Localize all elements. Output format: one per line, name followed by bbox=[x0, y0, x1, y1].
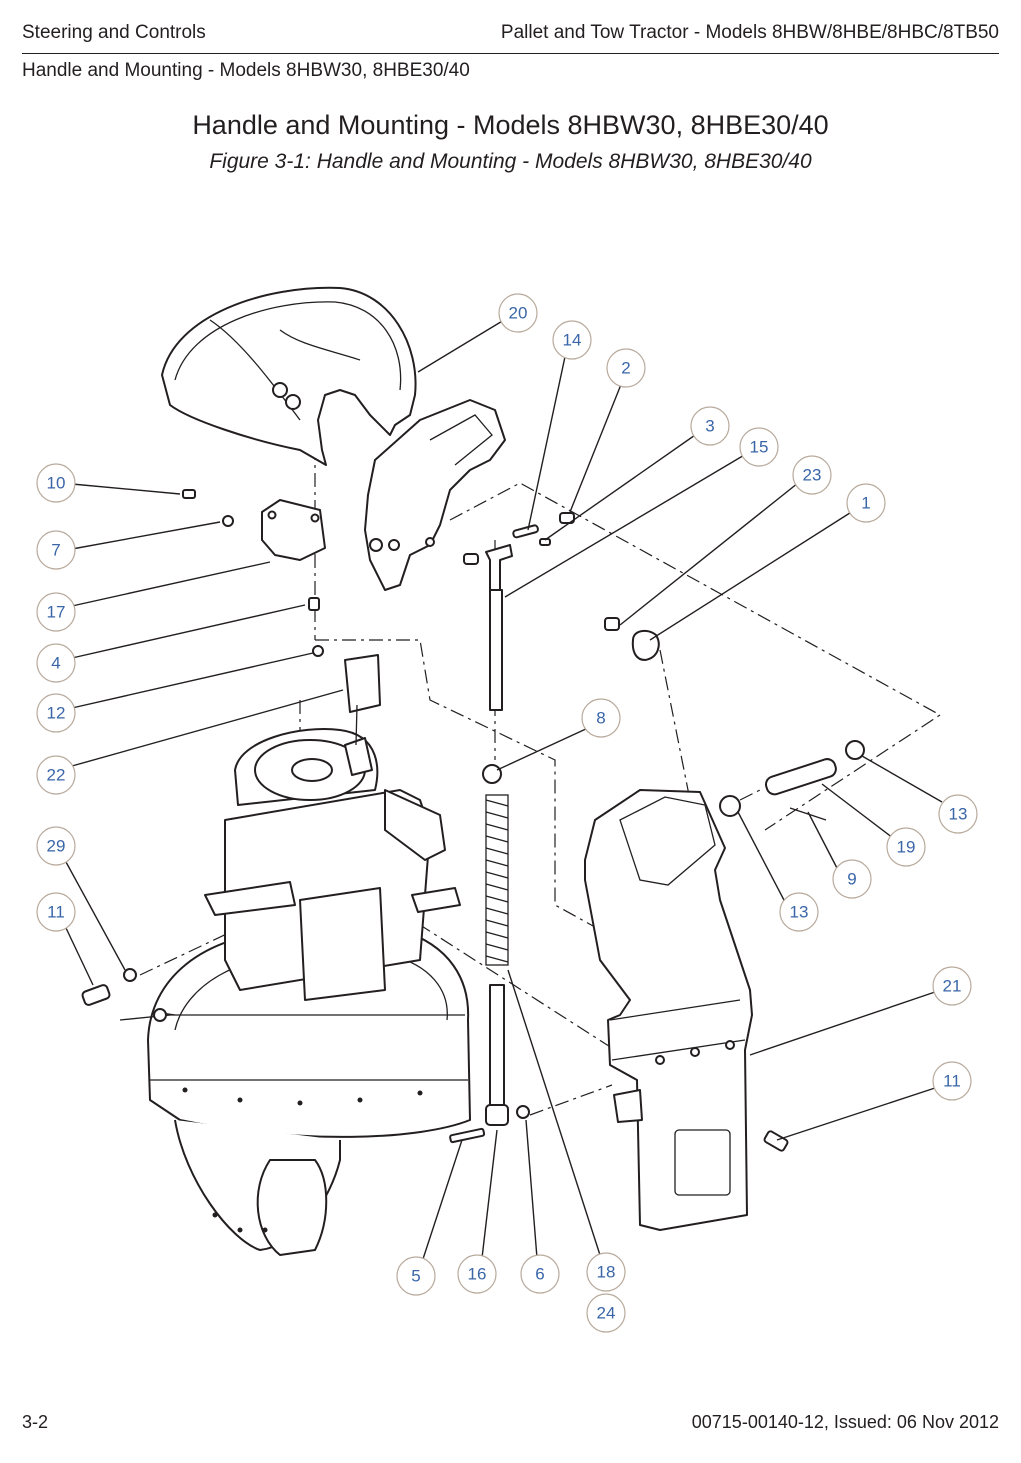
callout-12: 12 bbox=[36, 693, 76, 733]
svg-text:18: 18 bbox=[597, 1263, 616, 1282]
callout-11-left: 11 bbox=[36, 892, 76, 932]
svg-text:7: 7 bbox=[51, 541, 60, 560]
callout-2: 2 bbox=[606, 348, 646, 388]
callout-29: 29 bbox=[36, 826, 76, 866]
drive-motor-assembly bbox=[119, 654, 471, 1256]
svg-text:23: 23 bbox=[803, 466, 822, 485]
svg-text:14: 14 bbox=[563, 331, 582, 350]
svg-text:1: 1 bbox=[861, 494, 870, 513]
svg-text:11: 11 bbox=[47, 903, 65, 922]
callout-9: 9 bbox=[832, 859, 872, 899]
svg-text:24: 24 bbox=[597, 1304, 616, 1323]
leader-lines bbox=[65, 319, 943, 1263]
svg-text:22: 22 bbox=[47, 766, 66, 785]
header-section-title: Steering and Controls bbox=[22, 22, 206, 43]
callout-1: 1 bbox=[846, 483, 886, 523]
callout-14: 14 bbox=[552, 320, 592, 360]
callout-23: 23 bbox=[792, 455, 832, 495]
callout-21: 21 bbox=[932, 966, 972, 1006]
header-manual-title: Pallet and Tow Tractor - Models 8HBW/8HB… bbox=[500, 22, 999, 43]
callout-8: 8 bbox=[581, 698, 621, 738]
callout-20: 20 bbox=[498, 293, 538, 333]
breadcrumb: Handle and Mounting - Models 8HBW30, 8HB… bbox=[22, 60, 470, 81]
callout-10: 10 bbox=[36, 463, 76, 503]
svg-text:11: 11 bbox=[943, 1072, 961, 1091]
fasteners bbox=[81, 489, 865, 1152]
svg-text:8: 8 bbox=[596, 709, 605, 728]
svg-text:29: 29 bbox=[47, 837, 66, 856]
callout-22: 22 bbox=[36, 755, 76, 795]
callout-16: 16 bbox=[457, 1254, 497, 1294]
pivot-pin bbox=[765, 758, 837, 821]
spring bbox=[485, 794, 509, 1126]
figure-caption: Figure 3-1: Handle and Mounting - Models… bbox=[209, 150, 812, 173]
svg-text:12: 12 bbox=[47, 704, 66, 723]
svg-text:3: 3 bbox=[705, 417, 714, 436]
callout-4: 4 bbox=[36, 643, 76, 683]
svg-text:2: 2 bbox=[621, 359, 630, 378]
callout-6: 6 bbox=[520, 1254, 560, 1294]
svg-text:6: 6 bbox=[535, 1265, 544, 1284]
callout-3: 3 bbox=[690, 406, 730, 446]
page-number: 3-2 bbox=[22, 1412, 49, 1432]
svg-text:4: 4 bbox=[51, 654, 60, 673]
handle-bracket bbox=[364, 399, 506, 591]
header-rule bbox=[22, 53, 999, 54]
callout-24: 24 bbox=[586, 1293, 626, 1333]
callout-15: 15 bbox=[739, 427, 779, 467]
callout-13-left: 13 bbox=[779, 892, 819, 932]
page-title: Handle and Mounting - Models 8HBW30, 8HB… bbox=[192, 110, 829, 140]
svg-text:15: 15 bbox=[750, 438, 769, 457]
svg-text:5: 5 bbox=[411, 1267, 420, 1286]
svg-text:20: 20 bbox=[509, 304, 528, 323]
callout-7: 7 bbox=[36, 530, 76, 570]
svg-text:19: 19 bbox=[897, 838, 916, 857]
svg-text:10: 10 bbox=[47, 474, 66, 493]
switch-bracket bbox=[261, 499, 326, 561]
callout-11-right: 11 bbox=[932, 1061, 972, 1101]
handle-mount bbox=[584, 789, 753, 1231]
svg-text:9: 9 bbox=[847, 870, 856, 889]
document-id: 00715-00140-12, Issued: 06 Nov 2012 bbox=[691, 1412, 999, 1432]
svg-text:17: 17 bbox=[47, 603, 66, 622]
handle-cover bbox=[161, 286, 417, 466]
callout-19: 19 bbox=[886, 827, 926, 867]
callout-13-right: 13 bbox=[938, 794, 978, 834]
svg-text:13: 13 bbox=[790, 903, 809, 922]
pins-and-rod bbox=[463, 512, 575, 711]
svg-text:21: 21 bbox=[943, 977, 962, 996]
svg-text:16: 16 bbox=[468, 1265, 487, 1284]
callout-17: 17 bbox=[36, 592, 76, 632]
callout-5: 5 bbox=[396, 1256, 436, 1296]
svg-text:13: 13 bbox=[949, 805, 968, 824]
callout-18: 18 bbox=[586, 1252, 626, 1292]
